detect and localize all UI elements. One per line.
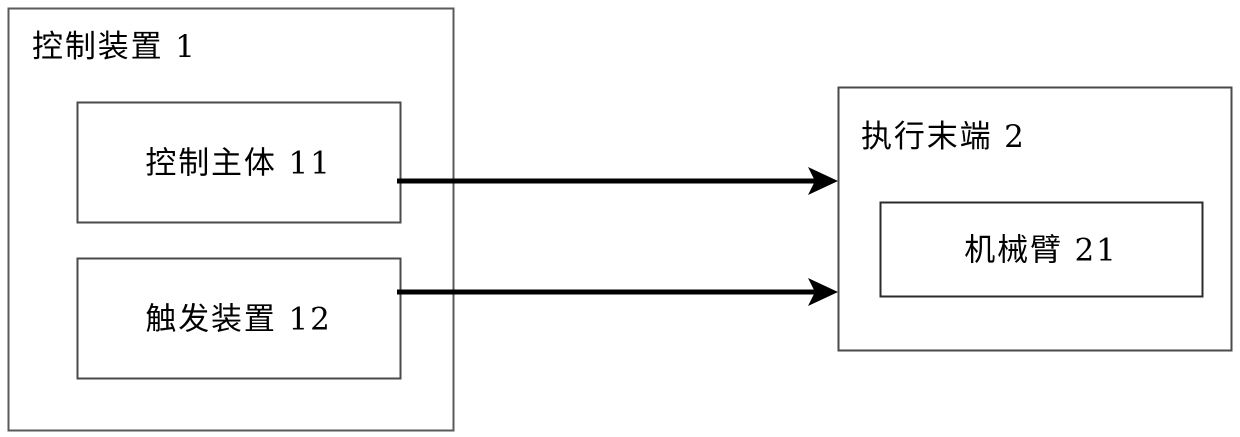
arrowhead-icon: [808, 167, 838, 195]
arrowhead-icon: [808, 278, 838, 306]
robotic-arm-frame[interactable]: [879, 201, 1204, 298]
trigger-device-frame[interactable]: [76, 257, 402, 380]
robotic-arm-label: 机械臂 21: [964, 232, 1118, 269]
control-main-body-label: 控制主体 11: [145, 145, 332, 182]
control-device-label: 控制装置 1: [32, 29, 197, 65]
connector-trigger-device-to-execution-end[interactable]: [397, 278, 838, 306]
execution-end-label: 执行末端 2: [861, 119, 1026, 155]
trigger-device-label: 触发装置 12: [145, 301, 332, 338]
control-main-body-frame[interactable]: [76, 101, 402, 224]
connector-control-main-body-to-execution-end[interactable]: [397, 167, 838, 195]
